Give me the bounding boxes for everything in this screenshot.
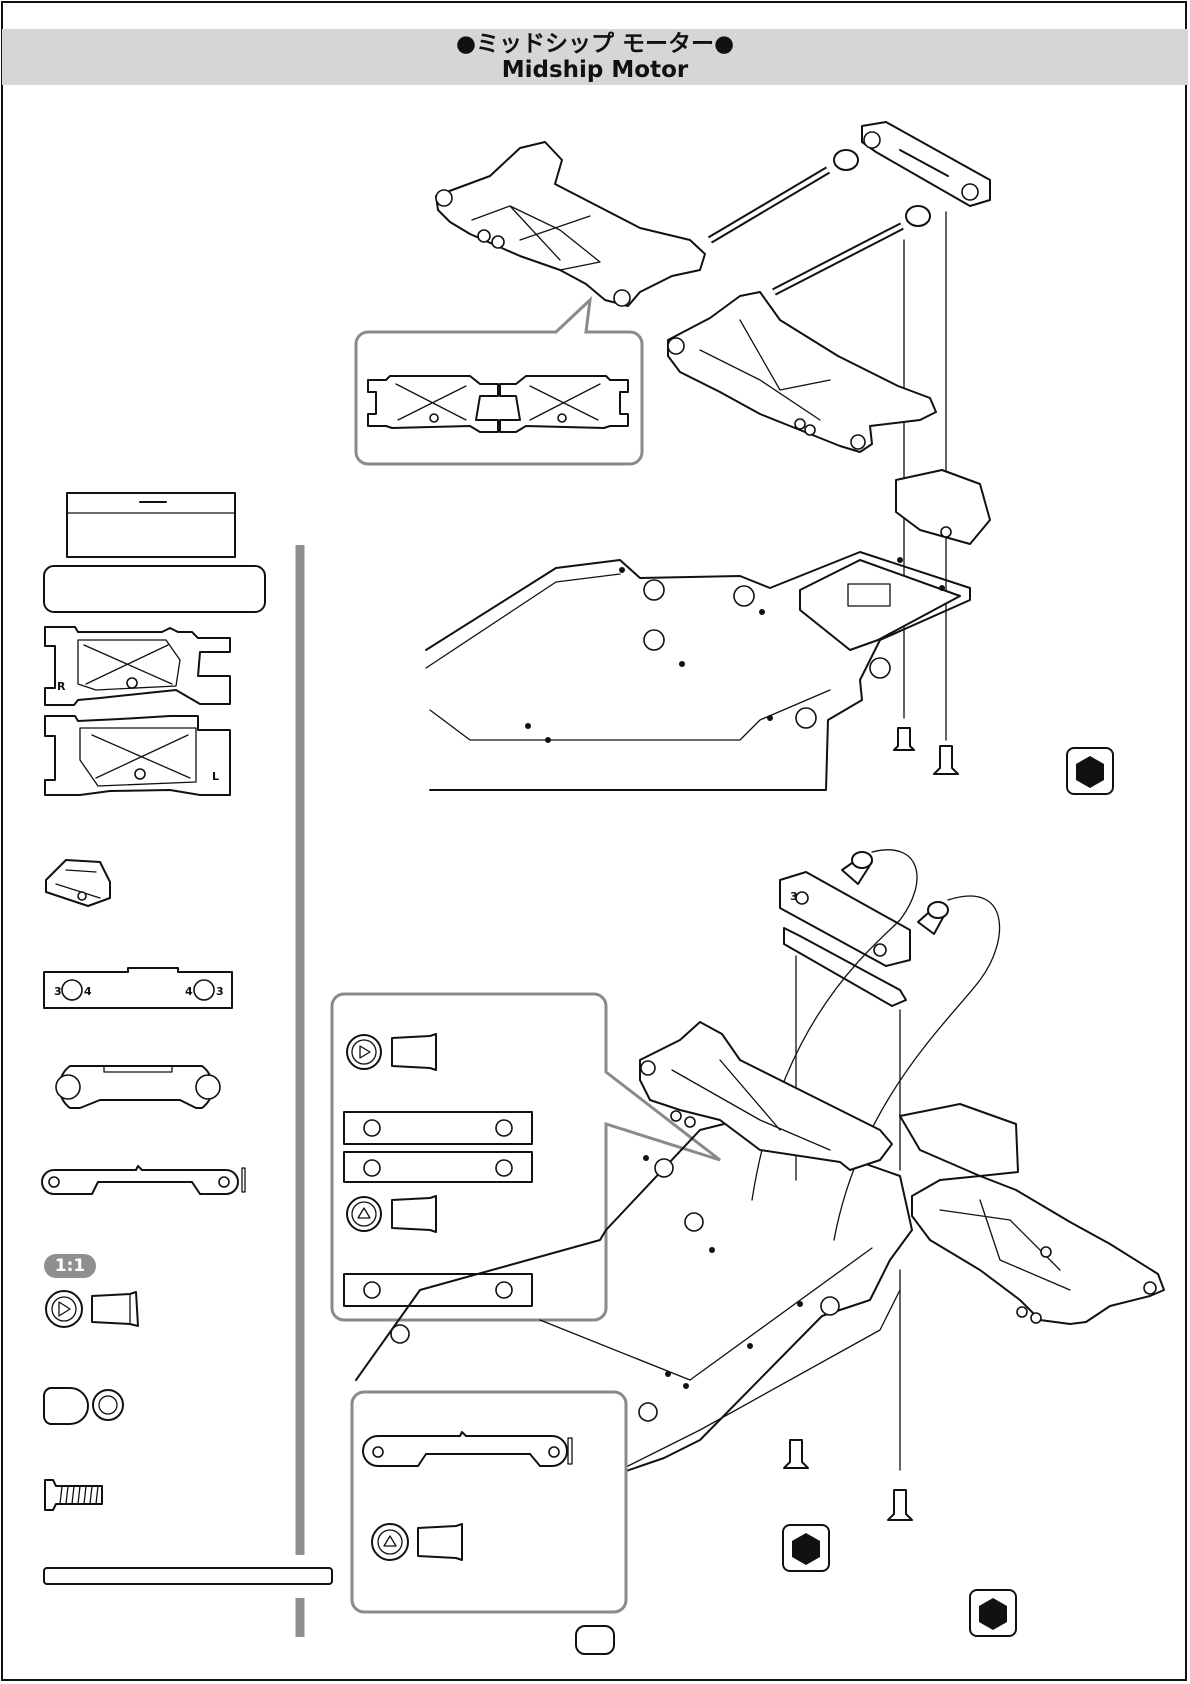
arm-left-marker: L — [212, 770, 219, 783]
rear-arm-lower-view — [668, 292, 936, 452]
arm-mount-bracket-part — [46, 860, 110, 906]
countersunk-screw-part — [45, 1480, 102, 1510]
parts-label-box — [44, 566, 265, 612]
mark-4: 4 — [185, 985, 193, 998]
eccentric-bushing-upper-2 — [918, 902, 948, 934]
eccentric-bushing-upper-1 — [842, 852, 872, 884]
arm-mount-bracket-step2 — [900, 1104, 1018, 1176]
arm-right-marker: R — [57, 680, 66, 693]
mark-3: 3 — [54, 985, 62, 998]
page-number-box — [576, 1626, 614, 1654]
scale-badge: 1:1 — [44, 1254, 96, 1278]
suspension-mount-plate-part — [56, 1066, 220, 1108]
rear-arm-upper-view — [436, 142, 705, 306]
rear-arm-left-part: L — [45, 716, 230, 795]
mark-4: 4 — [84, 985, 92, 998]
rear-arm-step2-right — [912, 1176, 1164, 1324]
hinge-pin-holder-upper — [862, 122, 990, 206]
hinge-pin-holder-part: 3 4 4 3 — [44, 968, 232, 1008]
hex-wrench-icon — [970, 1590, 1016, 1636]
arm-mount-bracket-view — [896, 470, 990, 544]
bushing-orientation-callout — [332, 994, 720, 1320]
screw-step1 — [894, 728, 958, 774]
eccentric-bushing-part — [46, 1291, 138, 1327]
screw-step2 — [784, 1440, 912, 1520]
shim-plate-callout — [352, 1392, 626, 1612]
hex-wrench-icon — [1067, 748, 1113, 794]
hinge-pin-holder-lower-view: 3 — [780, 872, 910, 1006]
parts-bag-label — [67, 493, 235, 557]
hex-wrench-icon — [783, 1525, 829, 1571]
hinge-pin-part — [44, 1568, 332, 1584]
rear-arm-right-part: R — [45, 627, 230, 705]
lower-shim-plate-part — [42, 1166, 245, 1194]
chassis-upper-view — [426, 552, 970, 790]
mark-3: 3 — [216, 985, 224, 998]
arm-detail-callout — [356, 300, 642, 464]
pivot-ball-part — [44, 1388, 123, 1424]
